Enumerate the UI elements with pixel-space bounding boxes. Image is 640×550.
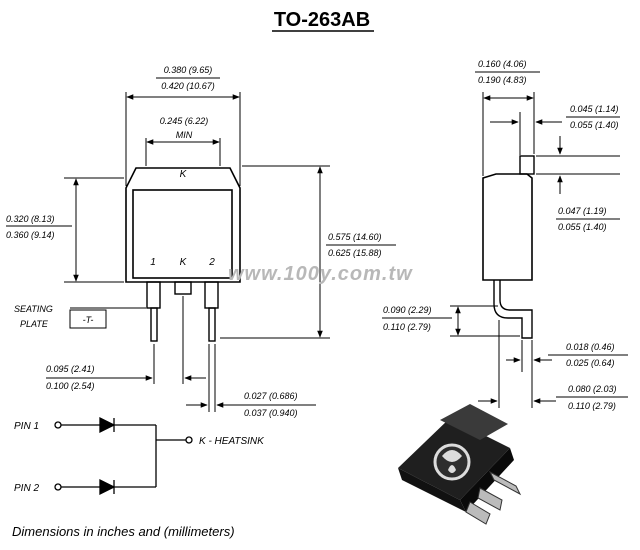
pin-schematic [54, 416, 193, 496]
standoff-mm: 0.055 (1.40) [558, 222, 607, 232]
watermark: www.100y.com.tw [228, 263, 413, 285]
overall-height-inch: 0.575 (14.60) [328, 232, 382, 242]
pin-2-label: 2 [208, 257, 215, 268]
footer-note: Dimensions in inches and (millimeters) [12, 524, 235, 539]
body-height-mm: 0.360 (9.14) [6, 230, 55, 240]
tab-width-note: MIN [176, 130, 193, 140]
lead-2-shoulder [204, 281, 219, 309]
dim-lead-length [478, 320, 628, 408]
side-body [482, 173, 533, 281]
lead-height-inch: 0.090 (2.29) [383, 305, 432, 315]
lead-height-mm: 0.110 (2.79) [383, 322, 431, 332]
front-view [125, 167, 241, 342]
heatsink-label: K - HEATSINK [199, 436, 265, 447]
pin-1-schematic-label: PIN 1 [14, 421, 39, 432]
lead-1-shoulder [146, 281, 161, 309]
overall-width-mm: 0.420 (10.67) [161, 81, 215, 91]
dim-overall-width [125, 77, 241, 186]
lead-length-inch: 0.080 (2.03) [568, 384, 617, 394]
pin-1-label: 1 [150, 257, 156, 268]
package-inner-outline [132, 189, 233, 279]
dim-pin-pitch [46, 296, 206, 384]
lead-2 [208, 307, 216, 342]
lead-thickness-inch: 0.018 (0.46) [566, 342, 615, 352]
pin-pitch-mm: 0.100 (2.54) [46, 381, 95, 391]
center-tab-stub [174, 281, 192, 295]
seating-label-2: PLATE [20, 319, 49, 329]
tab-thickness-mm: 0.055 (1.40) [570, 120, 619, 130]
heatsink-terminal [185, 436, 193, 444]
seating-label-1: SEATING [14, 304, 53, 314]
dim-overall-height [220, 165, 396, 339]
pin-1-terminal [54, 421, 62, 429]
diode-2 [99, 478, 116, 496]
pin-2-schematic-label: PIN 2 [14, 483, 39, 494]
lead-thickness-mm: 0.025 (0.64) [566, 358, 615, 368]
lead-width-mm: 0.037 (0.940) [244, 408, 298, 418]
thickness-mm: 0.190 (4.83) [478, 75, 527, 85]
package-photo [398, 404, 522, 525]
diode-1 [99, 416, 116, 434]
seating-ref: -T- [83, 315, 94, 325]
side-tab [519, 155, 535, 175]
lead-length-mm: 0.110 (2.79) [568, 401, 616, 411]
body-height-inch: 0.320 (8.13) [6, 214, 55, 224]
overall-width-inch: 0.380 (9.65) [164, 65, 213, 75]
dim-body-height [6, 177, 124, 283]
dim-lead-height [382, 305, 520, 337]
dim-thickness [475, 71, 540, 176]
tab-label-k: K [180, 169, 188, 180]
lead-width-inch: 0.027 (0.686) [244, 391, 298, 401]
seating-plate [69, 307, 146, 329]
side-view [482, 155, 535, 339]
dim-tab-width [145, 138, 221, 166]
tab-thickness-inch: 0.045 (1.14) [570, 104, 619, 114]
thickness-inch: 0.160 (4.06) [478, 59, 527, 69]
overall-height-mm: 0.625 (15.88) [328, 248, 382, 258]
dim-tab-thickness [490, 112, 620, 155]
lead-1 [150, 307, 158, 342]
title: TO-263AB [274, 9, 370, 31]
side-lead [493, 280, 533, 339]
dim-lead-width [186, 344, 316, 412]
dim-standoff [536, 136, 620, 220]
pin-2-terminal [54, 483, 62, 491]
pin-pitch-inch: 0.095 (2.41) [46, 364, 95, 374]
tab-width-inch: 0.245 (6.22) [160, 116, 209, 126]
pin-k-label: K [180, 257, 188, 268]
package-body [125, 167, 241, 283]
standoff-inch: 0.047 (1.19) [558, 206, 607, 216]
